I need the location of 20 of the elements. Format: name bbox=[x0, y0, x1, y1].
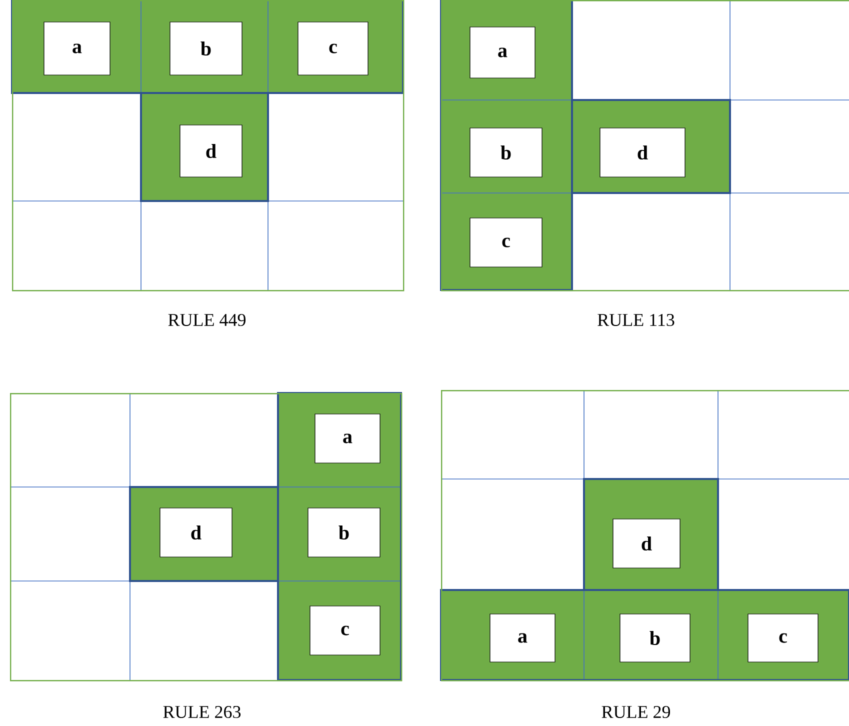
letter-box: a bbox=[314, 414, 380, 464]
letter-box: b bbox=[170, 22, 242, 76]
letter-box: b bbox=[308, 508, 380, 558]
letter-box: a bbox=[470, 26, 536, 78]
panel-label: RULE 263 bbox=[163, 706, 241, 718]
panel-label: RULE 449 bbox=[168, 314, 246, 326]
letter-box: c bbox=[748, 614, 818, 662]
panel-label: RULE 29 bbox=[602, 706, 670, 718]
letter-box: a bbox=[44, 22, 110, 76]
letter-box: c bbox=[470, 218, 542, 268]
letter-box: d bbox=[600, 128, 686, 178]
letter-box: c bbox=[298, 22, 368, 76]
letter-box: b bbox=[620, 614, 690, 662]
letter-box: d bbox=[180, 124, 242, 178]
letter-box: d bbox=[160, 508, 232, 558]
letter-box: b bbox=[470, 128, 542, 178]
letter-box: a bbox=[490, 614, 556, 662]
panel-label: RULE 113 bbox=[598, 314, 674, 326]
letter-box: d bbox=[612, 518, 680, 568]
letter-box: c bbox=[310, 606, 380, 656]
